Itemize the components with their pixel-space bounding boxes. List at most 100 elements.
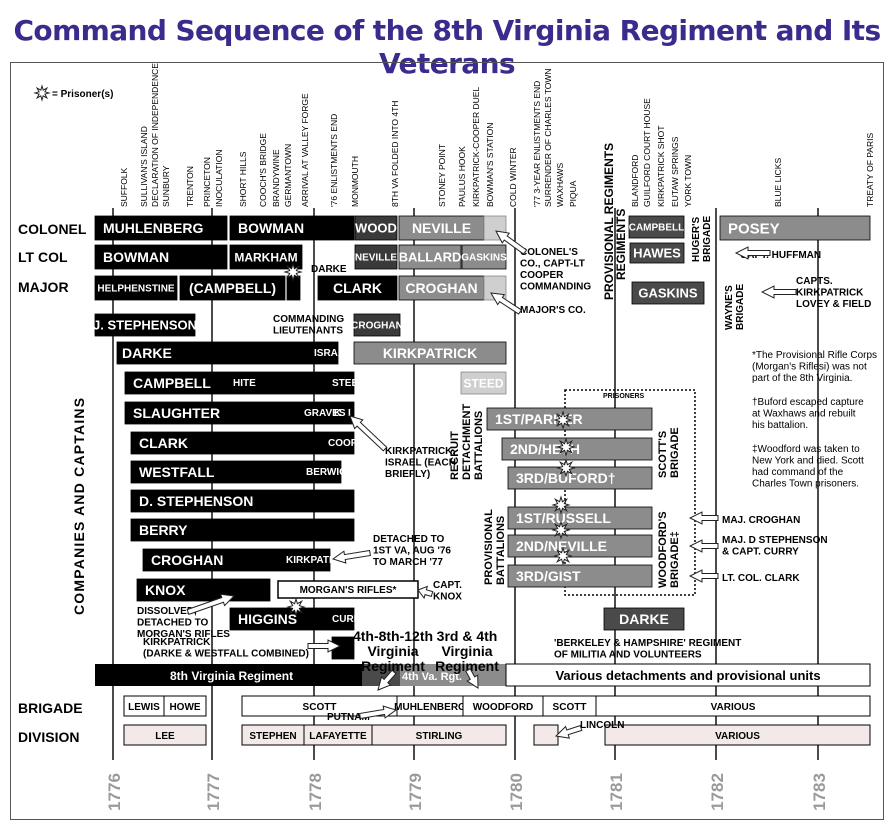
arrow-putnam: [359, 705, 398, 720]
bar-third-gist: [507, 564, 653, 588]
division-label-1: STEPHEN: [249, 731, 296, 742]
bar-label-helphenstine: HELPHENSTINE: [97, 284, 175, 295]
brigade-cell-6: [595, 695, 871, 717]
division-cell-4: [533, 724, 559, 746]
bar-label-berry: BERRY: [139, 522, 188, 538]
annotation-8-line-1: KNOX: [433, 592, 462, 603]
bar-helphenstine: [94, 275, 178, 301]
event-label-18: BOWMAN'S STATION: [485, 123, 495, 207]
event-label-15: STONEY POINT: [437, 144, 447, 207]
bar-label-muhlenberg: MUHLENBERG: [103, 220, 203, 236]
bar-second-heth: [501, 437, 653, 461]
event-label-8: COOCH'S BRIDGE: [258, 133, 268, 207]
prisoners-label: PRISONERS: [603, 393, 645, 400]
annotation-19-line-0: LINCOLN: [580, 720, 624, 731]
waynes-brigade-label-1: BRIGADE: [735, 284, 746, 330]
event-label-30: TREATY OF PARIS: [865, 133, 875, 207]
annotation-17-line-1: OF MILITIA AND VOLUNTEERS: [554, 650, 702, 661]
bar-label-darke-prov: DARKE: [619, 611, 669, 627]
event-label-27: EUTAW SPRINGS: [670, 136, 680, 207]
event-label-1: SULLIVAN'S ISLAND: [139, 126, 149, 207]
bar-label-first-russell: 1ST/RUSSELL: [516, 510, 611, 526]
bar-label-croghan-co: CROGHAN: [151, 552, 223, 568]
event-label-24: BLANDFORD: [630, 155, 640, 207]
division-label-5: VARIOUS: [715, 731, 760, 742]
arrow-maj-stephenson: [688, 539, 719, 553]
row-label-2: MAJOR: [18, 279, 69, 295]
bar-label-d-stephenson: D. STEPHENSON: [139, 493, 253, 509]
event-label-20: '77 3-YEAR ENLISTMENTS END: [532, 81, 542, 207]
brigade-label-2: SCOTT: [303, 702, 337, 713]
event-label-7: SHORT HILLS: [238, 151, 248, 207]
division-cell-0: [123, 724, 207, 746]
event-label-10: GERMANTOWN: [283, 144, 293, 207]
row-label-4: DIVISION: [18, 729, 79, 745]
bar-label-ballard: BALLARD: [399, 250, 462, 265]
prisoner-star-icon-7: [553, 546, 573, 566]
annotation-15-line-0: MAJ. D STEPHENSON: [722, 535, 828, 546]
annotation-14-line-0: MAJ. CROGHAN: [722, 515, 800, 526]
annotation-13-line-1: New York and died. Scott: [752, 456, 864, 467]
year-label-1776: 1776: [105, 773, 124, 811]
band-various: [505, 663, 871, 687]
brigade-label-4: WOODFORD: [473, 702, 534, 713]
bar-posey: [719, 215, 871, 241]
bar-label-campbell-maj: (CAMPBELL): [189, 280, 276, 296]
arrow-capts: [760, 285, 797, 299]
bar-markham: [229, 244, 303, 270]
annotation-1-line-0: MAJOR'S CO.: [520, 305, 586, 316]
arrow-maj-croghan: [688, 511, 719, 525]
arrow-kp-combined: [307, 639, 342, 653]
year-label-1782: 1782: [708, 773, 727, 811]
bar-j-stephenson: [94, 313, 196, 337]
bar-hawes: [629, 242, 685, 264]
annotation-12-line-2: his battalion.: [752, 420, 808, 431]
bar-sub-label-5: I: [348, 408, 351, 419]
prisoner-legend-icon: [33, 84, 51, 102]
event-label-0: SUFFOLK: [119, 167, 129, 207]
division-label-2: LAFAYETTE: [309, 731, 367, 742]
bar-label-second-neville: 2ND/NEVILLE: [516, 538, 607, 554]
arrow-lincoln: [554, 724, 583, 739]
year-label-1781: 1781: [607, 773, 626, 811]
bar-sub-label-8: KIRKPATRICK: [286, 555, 354, 566]
row-label-1: LT COL: [18, 249, 68, 265]
annotation-12-line-1: at Waxhaws and rebuilt: [752, 409, 856, 420]
prisoner-star-icon-1: [286, 597, 306, 617]
bar-gaskins-maj: [631, 281, 705, 305]
brigade-label-6: VARIOUS: [711, 702, 756, 713]
bar-label-gaskins-maj: GASKINS: [638, 286, 698, 301]
bar-darke-co: [116, 341, 339, 365]
bar-neville-col: [398, 215, 485, 241]
event-label-17: KIRKPATRICK-COOPER DUEL: [471, 87, 481, 207]
prisoner-star-icon-2: [553, 410, 573, 430]
band-8th-virginia: [95, 664, 362, 686]
event-label-29: BLUE LICKS: [773, 158, 783, 207]
bar-clark-maj: [317, 275, 398, 301]
page-title: Command Sequence of the 8th Virginia Reg…: [13, 14, 881, 80]
annotation-9-line-2: MORGAN'S RIFLES: [137, 629, 230, 640]
annotation-0-line-1: CO., CAPT-LT: [520, 259, 585, 270]
bar-label-third-gist: 3RD/GIST: [516, 568, 581, 584]
bar-label-westfall: WESTFALL: [139, 464, 215, 480]
bar-first-parker: [486, 407, 653, 431]
bar-sub-label-0: HITE: [233, 378, 256, 389]
arrow-colonel-co: [495, 230, 528, 255]
annotation-6-line-0: KIRKPATRICK,: [385, 446, 455, 457]
bar-knox: [136, 578, 271, 602]
annotation-10-line-0: KIRKPATRICK: [143, 637, 211, 648]
bar-gaskins-lt: [461, 244, 507, 270]
annotation-11-line-0: *The Provisional Rifle Corps: [752, 350, 877, 361]
annotation-13-line-0: ‡Woodford was taken to: [752, 444, 860, 455]
scotts-brigade-label-0: SCOTT'S: [657, 431, 669, 478]
annotation-7-line-2: TO MARCH '77: [373, 557, 443, 568]
bar-sub-label-3: GRAVES: [304, 408, 346, 419]
prisoner-star-icon-3: [556, 437, 576, 457]
bar-label-neville-lt: NEVILLE: [355, 253, 398, 264]
bar-croghan-small: [353, 313, 401, 337]
annotation-9-line-1: DETACHED TO: [137, 618, 209, 629]
bar-label-markham: MARKHAM: [234, 250, 297, 264]
annotation-6-line-1: ISRAEL (EACH: [385, 458, 456, 469]
bar-label-hawes: HAWES: [633, 246, 681, 261]
annotation-12-line-0: †Buford escaped capture: [752, 397, 864, 408]
